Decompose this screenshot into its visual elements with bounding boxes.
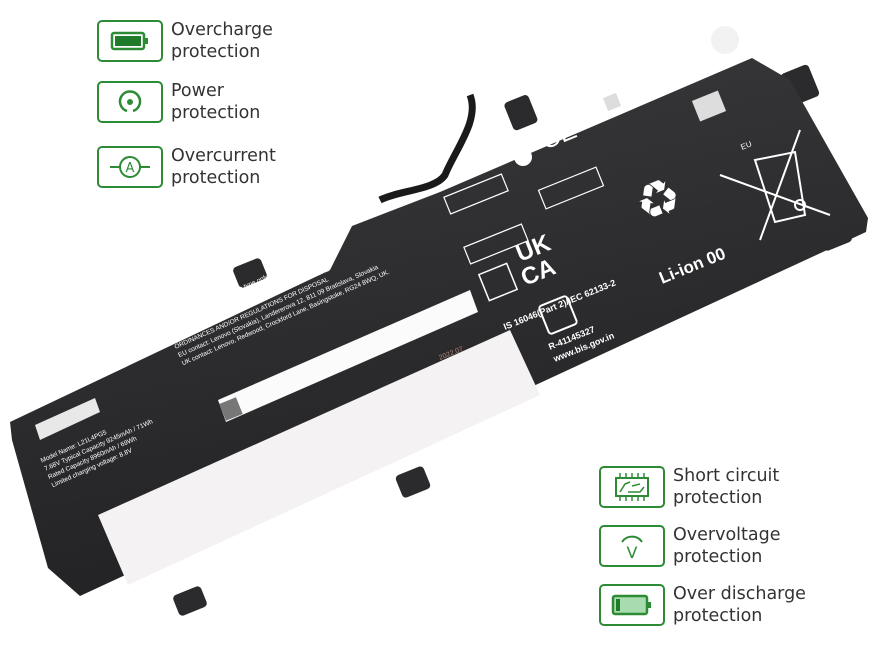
bis-logo-icon [538, 295, 578, 335]
eu-label: EU [739, 139, 753, 152]
kc-box [537, 166, 605, 210]
power-icon [97, 81, 163, 123]
brand-label [35, 398, 100, 440]
feature-label: protection [673, 606, 763, 626]
certification-mark-icon [514, 148, 532, 166]
feature-label: protection [171, 168, 261, 188]
feature-label: Overcharge [171, 20, 273, 40]
serial-label [218, 290, 478, 422]
battery-low-icon [599, 584, 665, 626]
battery-full-icon [97, 20, 163, 62]
feature-label: protection [171, 42, 261, 62]
ul-seal-icon [711, 26, 739, 54]
ammeter-icon: A [97, 146, 163, 188]
rating-box [443, 173, 509, 215]
feature-label: Overvoltage [673, 525, 781, 545]
product-label [98, 330, 540, 585]
voltmeter-icon: V [599, 525, 665, 567]
feature-label: Short circuit [673, 466, 780, 486]
feature-label: protection [171, 103, 261, 123]
circuit-board-icon [599, 466, 665, 508]
feature-label: protection [673, 547, 763, 567]
weee-crossed-bin-icon [719, 129, 831, 241]
feature-label: protection [673, 488, 763, 508]
svg-text:A: A [126, 161, 135, 176]
qr-mark-icon [602, 92, 622, 112]
ict-mark-icon [477, 262, 519, 302]
rating-box [463, 223, 529, 265]
svg-text:V: V [627, 543, 638, 560]
feature-label: Overcurrent [171, 146, 276, 166]
feature-label: Over discharge [673, 584, 806, 604]
qr-code [219, 397, 243, 421]
feature-label: Power [171, 81, 224, 101]
qr-code [691, 90, 727, 122]
connector-cable [378, 93, 476, 204]
